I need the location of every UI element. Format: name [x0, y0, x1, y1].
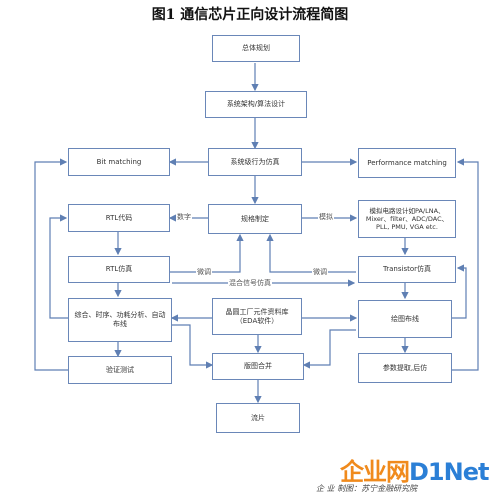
edge-label-tune-left: 微调 [196, 268, 212, 276]
node-parameter-extraction: 参数提取,后仿 [358, 353, 452, 383]
node-system-simulation: 系统级行为仿真 [208, 148, 302, 176]
arrow-tune-right [266, 233, 356, 273]
node-bit-matching: Bit matching [68, 148, 170, 176]
edge-label-digital: 数字 [176, 213, 192, 221]
watermark-brand-a: 企业网 [340, 458, 410, 486]
edge-label-analog: 模拟 [318, 213, 334, 221]
node-rtl-code: RTL代码 [68, 204, 170, 232]
node-performance-matching: Performance matching [358, 148, 456, 178]
node-tapeout: 流片 [216, 403, 300, 433]
watermark-brand-b: D1Net [409, 458, 489, 486]
arrow-synth-to-merge [172, 324, 214, 369]
node-synthesis: 综合、时序、功耗分析、自动布线 [68, 298, 172, 342]
node-spec-definition: 规格制定 [208, 204, 302, 234]
watermark-source: 企 业 制图：苏宁金融研究院 [316, 484, 418, 493]
node-foundry-library: 晶圆工厂元件资料库（EDA软件） [212, 298, 302, 335]
feedback-extract-to-perf [452, 158, 479, 371]
watermark-logo: 企业网D1Net [340, 452, 489, 487]
node-layout-routing: 绘图布线 [358, 300, 452, 338]
node-analog-design: 模拟电路设计如PA/LNA、Mixer、filter、ADC/DAC、PLL, … [358, 200, 456, 238]
node-system-architecture: 系统架构/算法设计 [205, 91, 307, 118]
node-layout-merge: 版图合并 [212, 353, 304, 380]
feedback-synth-to-rtlcode [49, 214, 68, 319]
node-verification-test: 验证测试 [68, 356, 172, 384]
arrow-tune-left [170, 233, 244, 273]
feedback-verify-to-bitmatch [34, 158, 68, 371]
figure-title: 图1 通信芯片正向设计流程简图 [151, 7, 349, 23]
node-overall-planning: 总体规划 [212, 35, 300, 62]
edge-label-tune-right: 微调 [312, 268, 328, 276]
node-transistor-simulation: Transistor仿真 [358, 256, 456, 283]
edge-label-mixed-signal: 混合信号仿真 [228, 279, 272, 287]
arrow-layout-to-merge [302, 329, 356, 369]
feedback-layout-to-transistor [452, 264, 467, 319]
node-rtl-simulation: RTL仿真 [68, 256, 170, 283]
